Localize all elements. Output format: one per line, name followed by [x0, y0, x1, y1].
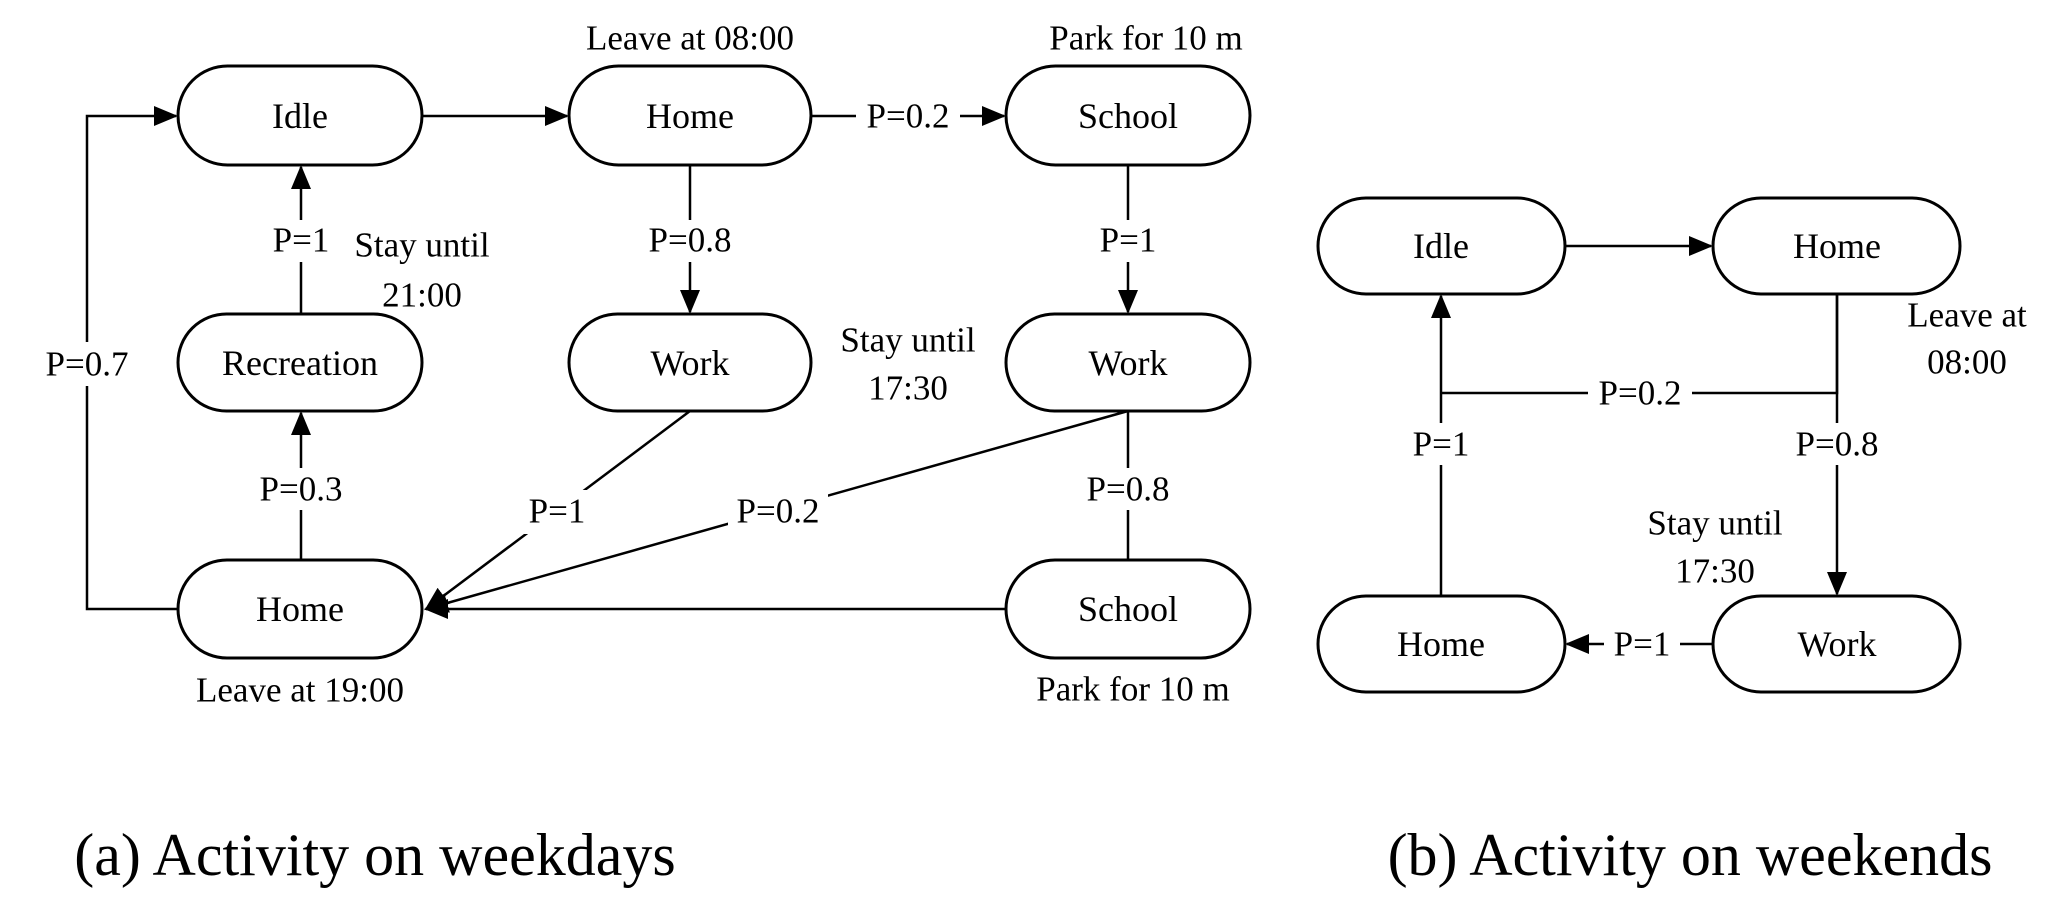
node-school-top: School [1004, 64, 1252, 167]
svg-text:Idle: Idle [1413, 226, 1469, 266]
label-home-to-recreation: P=0.3 [260, 470, 343, 509]
label-work-right-to-school: P=0.8 [1087, 470, 1170, 509]
label-work-right-to-home: P=0.2 [737, 492, 820, 531]
svg-text:Recreation: Recreation [222, 343, 378, 383]
annotation-stay-line2: 17:30 [1675, 552, 1755, 591]
svg-text:Work: Work [1797, 624, 1876, 664]
node-work-right: Work [1004, 312, 1252, 413]
node-weekend-home-top: Home [1711, 196, 1962, 296]
annotation-park-bottom: Park for 10 m [1036, 670, 1229, 709]
annotation-stay-line1: Stay until [1647, 504, 1782, 543]
svg-text:Home: Home [1793, 226, 1881, 266]
node-weekend-idle: Idle [1316, 196, 1567, 296]
svg-text:School: School [1078, 96, 1178, 136]
node-work-mid: Work [567, 312, 813, 413]
label-home-to-idle: P=0.2 [1599, 374, 1682, 413]
label-home-to-school: P=0.2 [867, 97, 950, 136]
caption-weekends: (b) Activity on weekends [1388, 822, 1993, 888]
node-weekend-home-bottom: Home [1316, 594, 1567, 694]
annotation-park-top: Park for 10 m [1049, 19, 1242, 58]
node-school-bottom: School [1004, 558, 1252, 660]
annotation-leave-0800: Leave at 08:00 [586, 19, 794, 58]
annotation-stay-2100-line1: Stay until [354, 226, 489, 265]
svg-text:Home: Home [256, 589, 344, 629]
svg-text:Work: Work [1088, 343, 1167, 383]
svg-text:Home: Home [646, 96, 734, 136]
annotation-stay-1730-line2: 17:30 [868, 369, 948, 408]
annotation-leave-line1: Leave at [1907, 296, 2027, 335]
caption-weekdays: (a) Activity on weekdays [74, 822, 676, 888]
weekday-diagram: P=0.2 P=0.8 P=1 P=1 P=0.3 P=0.7 P=1 P=0.… [34, 19, 1252, 888]
label-home-to-work: P=0.8 [649, 221, 732, 260]
annotation-leave-line2: 08:00 [1927, 343, 2007, 382]
annotation-stay-2100-line2: 21:00 [382, 276, 462, 315]
label-home-bottom-to-idle: P=1 [1413, 425, 1470, 464]
weekend-diagram: P=0.2 P=0.8 P=1 P=1 Idle Home Home Work … [1316, 196, 2027, 888]
node-recreation: Recreation [176, 312, 424, 413]
label-recreation-to-idle: P=1 [273, 221, 330, 260]
svg-text:Home: Home [1397, 624, 1485, 664]
node-home-top: Home [567, 64, 813, 167]
svg-text:School: School [1078, 589, 1178, 629]
svg-text:Work: Work [650, 343, 729, 383]
node-idle: Idle [176, 64, 424, 167]
label-work-mid-to-home: P=1 [529, 492, 586, 531]
node-home-bottom: Home [176, 558, 424, 660]
label-home-to-idle: P=0.7 [46, 345, 129, 384]
annotation-leave-1900: Leave at 19:00 [196, 671, 404, 710]
label-home-to-work: P=0.8 [1796, 425, 1879, 464]
label-school-to-work: P=1 [1100, 221, 1157, 260]
label-work-to-home: P=1 [1614, 625, 1671, 664]
svg-text:Idle: Idle [272, 96, 328, 136]
annotation-stay-1730-line1: Stay until [840, 321, 975, 360]
node-weekend-work: Work [1711, 594, 1962, 694]
